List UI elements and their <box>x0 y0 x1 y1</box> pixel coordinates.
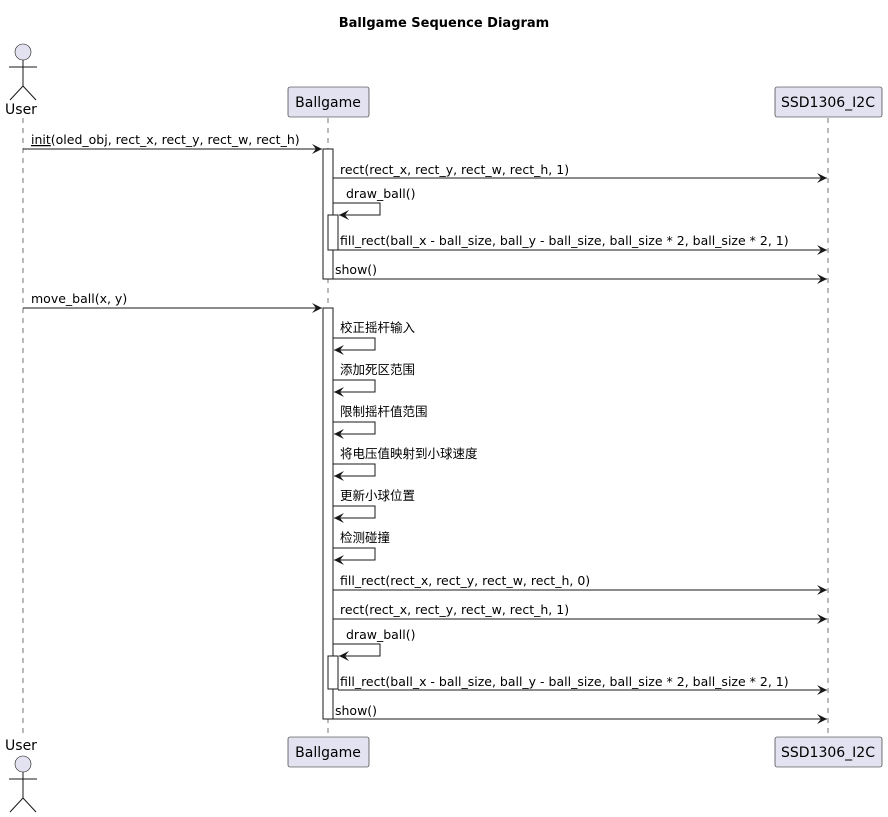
actor-user-bottom: User <box>5 738 37 813</box>
message-init-args: (oled_obj, rect_x, rect_y, rect_w, rect_… <box>51 132 300 147</box>
svg-text:init(oled_obj, rect_x, rect_y,: init(oled_obj, rect_x, rect_y, rect_w, r… <box>31 132 300 147</box>
message-draw-ball-2: draw_ball() <box>333 627 416 661</box>
participant-ballgame-bottom: Ballgame <box>287 736 370 768</box>
message-add-deadzone-label: 添加死区范围 <box>340 362 415 377</box>
message-init: init(oled_obj, rect_x, rect_y, rect_w, r… <box>23 132 322 154</box>
participant-label-user-bottom: User <box>5 738 37 754</box>
message-limit-joystick-label: 限制摇杆值范围 <box>340 404 428 419</box>
message-rect-1: rect(rect_x, rect_y, rect_w, rect_h, 1) <box>333 162 827 183</box>
message-show-2-label: show() <box>335 703 377 718</box>
message-calibrate-joystick: 校正摇杆输入 <box>333 320 416 355</box>
participant-label-ballgame-bottom: Ballgame <box>295 745 361 761</box>
message-show-1: show() <box>333 262 827 284</box>
participant-label-ssd1306-bottom: SSD1306_I2C <box>781 745 875 761</box>
participant-label-ballgame: Ballgame <box>295 95 361 111</box>
message-show-1-label: show() <box>335 262 377 277</box>
message-rect-1-label: rect(rect_x, rect_y, rect_w, rect_h, 1) <box>340 162 569 177</box>
message-move-ball-label: move_ball(x, y) <box>31 291 127 306</box>
message-draw-ball-1: draw_ball() <box>333 186 416 220</box>
message-map-voltage-label: 将电压值映射到小球速度 <box>340 446 478 461</box>
message-rect-2: rect(rect_x, rect_y, rect_w, rect_h, 1) <box>333 602 827 624</box>
participant-ssd1306-bottom: SSD1306_I2C <box>774 736 883 768</box>
message-calibrate-joystick-label: 校正摇杆输入 <box>340 320 416 335</box>
message-rect-2-label: rect(rect_x, rect_y, rect_w, rect_h, 1) <box>340 602 569 617</box>
actor-user-top: User <box>5 43 37 118</box>
message-map-voltage: 将电压值映射到小球速度 <box>333 446 478 481</box>
message-init-name: init <box>31 132 51 147</box>
participant-label-user: User <box>5 102 37 118</box>
message-fill-rect-clear: fill_rect(rect_x, rect_y, rect_w, rect_h… <box>333 573 827 595</box>
participant-ssd1306-top: SSD1306_I2C <box>774 86 883 118</box>
diagram-title: Ballgame Sequence Diagram <box>339 16 549 31</box>
message-fill-rect-ball-1-label: fill_rect(ball_x - ball_size, ball_y - b… <box>340 233 789 248</box>
participant-label-ssd1306: SSD1306_I2C <box>781 95 875 111</box>
message-show-2: show() <box>333 703 827 724</box>
activation-draw-ball-1 <box>327 214 339 251</box>
message-draw-ball-2-label: draw_ball() <box>346 627 416 642</box>
activation-ballgame-init <box>322 148 334 280</box>
message-fill-rect-ball-1: fill_rect(ball_x - ball_size, ball_y - b… <box>338 233 827 255</box>
message-fill-rect-ball-2: fill_rect(ball_x - ball_size, ball_y - b… <box>338 674 827 695</box>
participant-ballgame-top: Ballgame <box>287 86 370 118</box>
message-update-position: 更新小球位置 <box>333 488 415 523</box>
activation-ballgame-move <box>322 307 334 720</box>
message-fill-rect-clear-label: fill_rect(rect_x, rect_y, rect_w, rect_h… <box>340 573 590 588</box>
message-move-ball: move_ball(x, y) <box>23 291 322 313</box>
message-detect-collision: 检测碰撞 <box>333 530 390 565</box>
message-add-deadzone: 添加死区范围 <box>333 362 415 397</box>
message-limit-joystick: 限制摇杆值范围 <box>333 404 428 439</box>
activation-draw-ball-2 <box>327 655 339 690</box>
message-detect-collision-label: 检测碰撞 <box>340 530 390 545</box>
message-draw-ball-1-label: draw_ball() <box>346 186 416 201</box>
message-fill-rect-ball-2-label: fill_rect(ball_x - ball_size, ball_y - b… <box>340 674 789 689</box>
message-update-position-label: 更新小球位置 <box>340 488 415 503</box>
